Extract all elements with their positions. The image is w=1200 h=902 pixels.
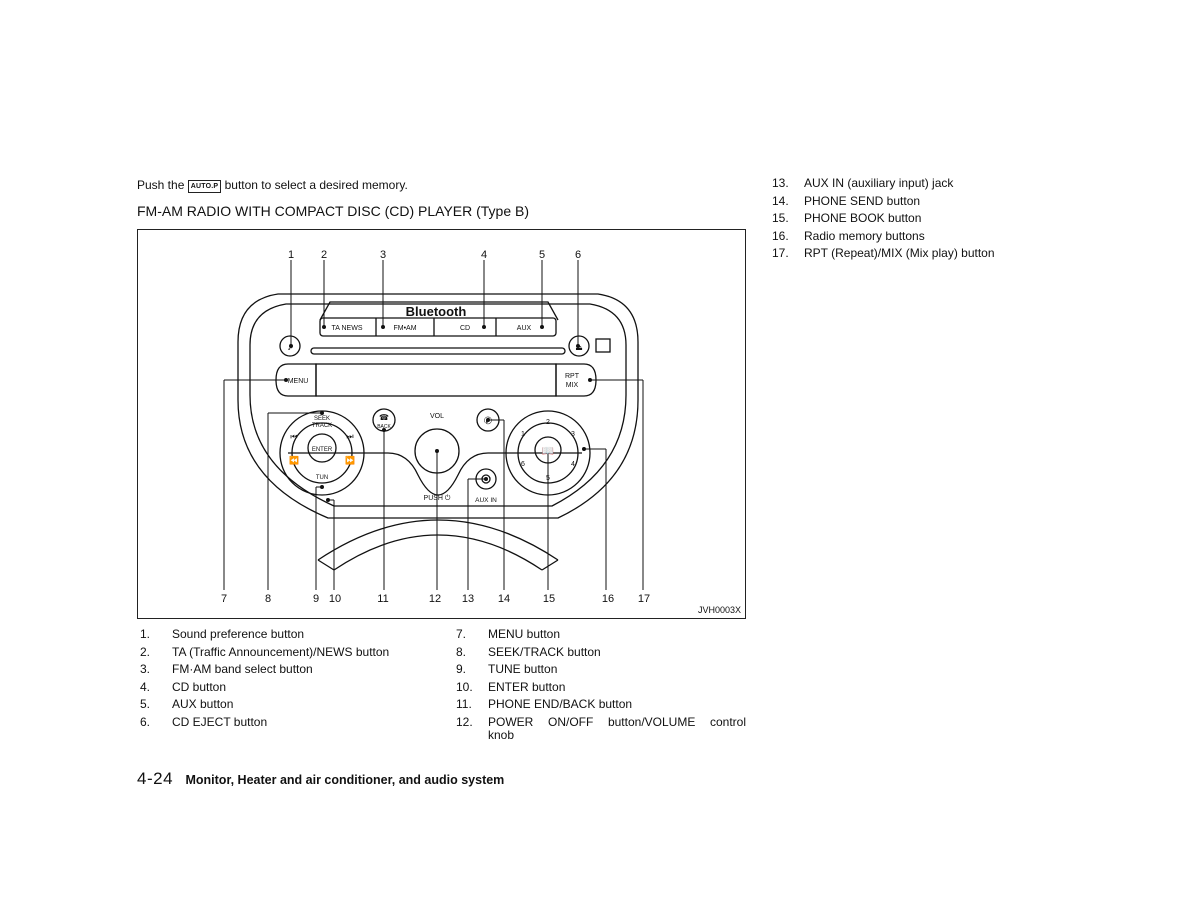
legend-item: 2.TA (Traffic Announcement)/NEWS button bbox=[140, 644, 390, 659]
label-push: PUSH ⏻ bbox=[424, 494, 451, 502]
legend-list-right: 13.AUX IN (auxiliary input) jack 14.PHON… bbox=[772, 176, 1072, 265]
legend-item: 14.PHONE SEND button bbox=[772, 193, 921, 208]
housing-outline bbox=[237, 293, 639, 519]
legend-item: 17.RPT (Repeat)/MIX (Mix play) button bbox=[772, 246, 995, 260]
callout-17: 17 bbox=[638, 593, 650, 605]
legend-item: 5.AUX button bbox=[140, 697, 234, 711]
legend-list-middle: 7.MENU button 8.SEEK/TRACK button 9.TUNE… bbox=[456, 627, 746, 747]
legend-item: 3.FM·AM band select button bbox=[140, 662, 313, 676]
intro-sentence: Push the AUTO.P button to select a desir… bbox=[137, 178, 408, 193]
enter-button-shape bbox=[307, 433, 337, 463]
tune-up-icon: ⏩ bbox=[345, 455, 355, 465]
display-window bbox=[315, 363, 557, 397]
legend-item: 12.POWER ON/OFF button/VOLUME control bbox=[456, 714, 746, 729]
callout-1: 1 bbox=[288, 249, 294, 261]
page-footer: 4-24 Monitor, Heater and air conditioner… bbox=[137, 769, 504, 789]
label-enter: ENTER bbox=[312, 447, 333, 453]
label-fm-am: FM•AM bbox=[393, 325, 416, 332]
leader-lines bbox=[223, 260, 644, 590]
audio-unit-diagram: TA NEWS FM•AM CD AUX MENU RPT MIX SEEK T… bbox=[221, 249, 650, 605]
cd-slot bbox=[310, 347, 566, 355]
legend-item: 4.CD button bbox=[140, 679, 227, 694]
callout-15: 15 bbox=[543, 593, 555, 605]
preset-5: 5 bbox=[546, 475, 550, 482]
callout-16: 16 bbox=[602, 593, 614, 605]
legend-item: 9.TUNE button bbox=[456, 662, 558, 676]
phone-end-icon: ☎ bbox=[379, 413, 389, 422]
phone-send-icon: ✆ bbox=[484, 416, 492, 427]
note-icon: ♪ bbox=[287, 341, 293, 353]
legend-item-continuation: knob bbox=[488, 728, 515, 742]
sound-button-shape bbox=[279, 335, 301, 357]
legend-item: 11.PHONE END/BACK button bbox=[456, 697, 633, 711]
legend-item: 8.SEEK/TRACK button bbox=[456, 644, 601, 659]
intro-after: button to select a desired memory. bbox=[224, 178, 408, 192]
figure-code: JVH0003X bbox=[697, 605, 741, 615]
callout-6: 6 bbox=[575, 249, 581, 261]
top-button-strip bbox=[319, 317, 557, 337]
label-back: BACK bbox=[377, 424, 391, 430]
label-tun: TUN bbox=[316, 475, 328, 481]
label-rpt: RPT bbox=[565, 373, 580, 380]
callout-4: 4 bbox=[481, 249, 487, 261]
callout-2: 2 bbox=[321, 249, 327, 261]
bottom-arc bbox=[317, 519, 559, 561]
label-aux-in: AUX IN bbox=[475, 497, 497, 504]
label-ta-news: TA NEWS bbox=[332, 325, 363, 332]
page-number: 4-24 bbox=[137, 769, 174, 788]
callout-12: 12 bbox=[429, 593, 441, 605]
label-seek: SEEK bbox=[314, 416, 330, 422]
housing-inner bbox=[249, 303, 627, 507]
legend-list-left: 1.Sound preference button 2.TA (Traffic … bbox=[140, 627, 440, 733]
preset-6: 6 bbox=[521, 461, 525, 468]
bluetooth-brand: Bluetooth bbox=[406, 304, 467, 319]
legend-item: 7.MENU button bbox=[456, 627, 561, 641]
top-hump bbox=[319, 301, 559, 321]
preset-1: 1 bbox=[521, 431, 525, 438]
callout-3: 3 bbox=[380, 249, 386, 261]
bottom-arc-sides bbox=[317, 559, 559, 571]
callout-8: 8 bbox=[265, 593, 271, 605]
bottom-arc-inner bbox=[333, 534, 543, 571]
callout-7: 7 bbox=[221, 593, 227, 605]
label-mix: MIX bbox=[566, 382, 579, 389]
preset-4: 4 bbox=[571, 461, 575, 468]
legend-item: 15.PHONE BOOK button bbox=[772, 211, 922, 225]
phonebook-icon: 📖 bbox=[542, 446, 554, 457]
eject-button-shape bbox=[568, 335, 590, 357]
chapter-title: Monitor, Heater and air conditioner, and… bbox=[185, 773, 505, 787]
callout-10: 10 bbox=[329, 593, 341, 605]
legend-item: 10.ENTER button bbox=[456, 679, 566, 694]
seek-back-icon: ⏮ bbox=[290, 432, 297, 441]
label-cd: CD bbox=[460, 325, 470, 332]
callout-9: 9 bbox=[313, 593, 319, 605]
eject-icon: ⏏ bbox=[575, 343, 583, 352]
label-menu: MENU bbox=[288, 378, 309, 385]
center-curve bbox=[288, 452, 582, 496]
label-aux: AUX bbox=[517, 325, 532, 332]
auto-p-button-glyph: AUTO.P bbox=[187, 180, 222, 193]
seek-forward-icon: ⏭ bbox=[346, 432, 353, 441]
legend-item: 1.Sound preference button bbox=[140, 627, 305, 641]
cd-logo bbox=[595, 338, 611, 353]
legend-item: 6.CD EJECT button bbox=[140, 714, 268, 729]
label-vol: VOL bbox=[430, 413, 444, 420]
callout-11: 11 bbox=[377, 593, 388, 605]
legend-item: 16.Radio memory buttons bbox=[772, 228, 925, 243]
preset-2: 2 bbox=[546, 419, 550, 426]
callout-5: 5 bbox=[539, 249, 545, 261]
legend-item: 13.AUX IN (auxiliary input) jack bbox=[772, 176, 954, 190]
audio-unit-figure: TA NEWS FM•AM CD AUX MENU RPT MIX SEEK T… bbox=[137, 229, 746, 619]
label-track: TRACK bbox=[312, 423, 332, 429]
callout-14: 14 bbox=[498, 593, 510, 605]
section-title: FM-AM RADIO WITH COMPACT DISC (CD) PLAYE… bbox=[137, 203, 530, 219]
preset-3: 3 bbox=[571, 431, 575, 438]
tune-down-icon: ⏪ bbox=[289, 455, 299, 465]
intro-before: Push the bbox=[137, 178, 185, 192]
callout-13: 13 bbox=[462, 593, 474, 605]
